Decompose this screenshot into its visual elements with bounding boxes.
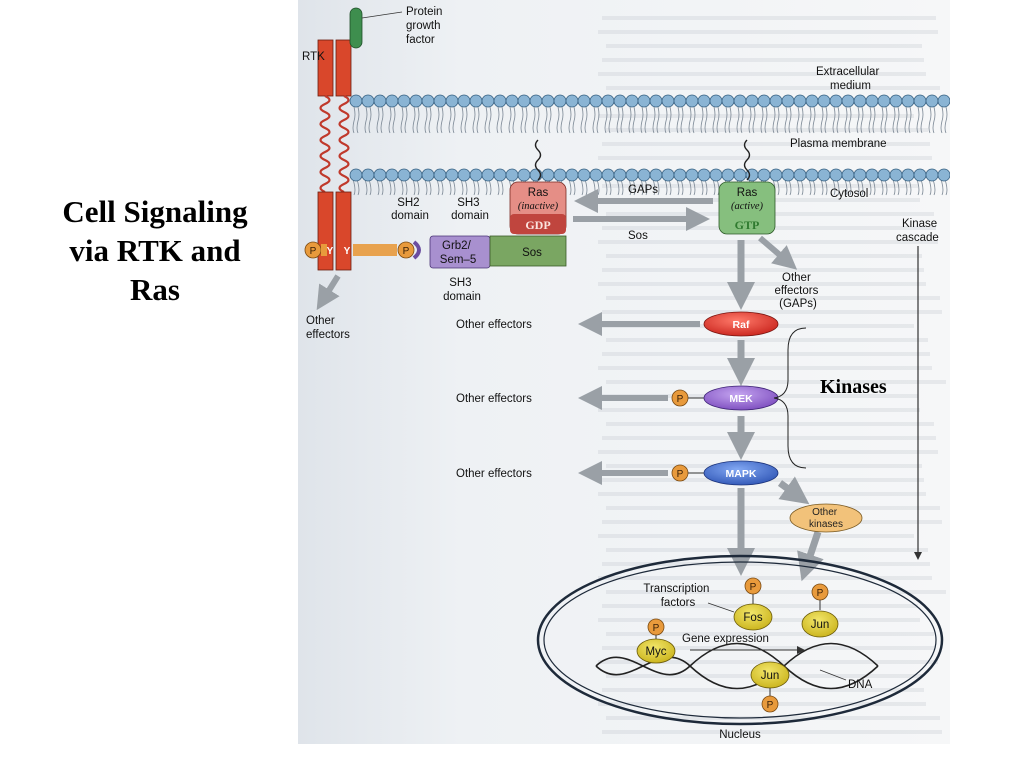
svg-text:Fos: Fos xyxy=(743,612,762,624)
svg-text:Other kinases: Other kinases xyxy=(809,507,843,530)
svg-text:MAPK: MAPK xyxy=(726,468,757,480)
sos-arrow-label: Sos xyxy=(628,230,648,242)
svg-text:P: P xyxy=(403,246,410,257)
fos-factor xyxy=(733,603,773,631)
svg-text:P: P xyxy=(677,394,684,405)
mek-kinase: Other effectors P MEK xyxy=(456,385,779,411)
svg-text:Y: Y xyxy=(327,246,334,257)
svg-text:P: P xyxy=(653,623,660,634)
other-effectors-mek-label: Other effectors xyxy=(456,393,532,405)
page-background xyxy=(298,0,950,744)
other-effectors-gaps-label: Other effectors (GAPs) xyxy=(774,272,821,310)
ras-inactive: Ras (inactive) GDP xyxy=(509,139,567,235)
mapk-kinase: Other effectors P MAPK xyxy=(456,460,779,486)
svg-text:(active): (active) xyxy=(731,201,764,212)
sh3-domain-bottom-label: SH3 domain xyxy=(443,277,481,303)
extracellular-medium-label: Extracellular medium xyxy=(816,66,882,92)
nucleus: Nucleus Transcription factors Gene expre… xyxy=(536,554,944,741)
svg-text:GDP: GDP xyxy=(525,218,550,232)
slide-title-line-1: Cell Signaling xyxy=(62,194,248,229)
transcription-factors-label: Transcription factors xyxy=(643,583,712,609)
jun-top-factor xyxy=(801,610,839,638)
kinase-cascade-label: Kinase cascade xyxy=(896,218,940,244)
slide-title-line-2: via RTK and xyxy=(69,233,241,268)
other-effectors-raf-label: Other effectors xyxy=(456,319,532,331)
svg-text:Jun: Jun xyxy=(811,619,830,631)
slide-title: Cell Signaling via RTK and Ras xyxy=(20,192,290,309)
myc-factor xyxy=(636,638,676,664)
sh2-domain-label: SH2 domain xyxy=(391,197,429,222)
svg-text:P: P xyxy=(677,469,684,480)
cytosol-label: Cytosol xyxy=(830,188,868,200)
svg-text:(inactive): (inactive) xyxy=(518,201,559,212)
other-effectors-rtk-label: Other effectors xyxy=(306,315,350,341)
other-kinases: Other kinases xyxy=(789,503,863,533)
rtk-receptor: RTK Protein growth factor xyxy=(302,6,446,271)
svg-text:Ras: Ras xyxy=(737,187,758,199)
svg-text:P: P xyxy=(310,246,317,257)
rtk-ras-pathway-diagram: RTK Protein growth factor P Y Y P Grb2/ … xyxy=(298,0,950,744)
growth-factor xyxy=(349,7,363,49)
phosphate-icon xyxy=(761,695,779,713)
sos-box-label: Sos xyxy=(522,247,542,259)
gene-expression-label: Gene expression xyxy=(682,633,769,645)
sh3-domain-top-label: SH3 domain xyxy=(451,197,489,222)
plasma-membrane xyxy=(349,94,950,196)
protein-growth-factor-label: Protein growth factor xyxy=(406,6,446,46)
phosphotyrosines: P Y Y P xyxy=(304,241,415,259)
svg-text:Ras: Ras xyxy=(528,187,549,199)
plasma-membrane-label: Plasma membrane xyxy=(790,138,887,150)
svg-text:Raf: Raf xyxy=(733,319,750,331)
svg-text:P: P xyxy=(817,588,824,599)
other-effectors-mapk-label: Other effectors xyxy=(456,468,532,480)
svg-text:Myc: Myc xyxy=(645,646,666,658)
svg-text:Grb2/ Sem–5: Grb2/ Sem–5 xyxy=(440,240,476,266)
kinases-brace xyxy=(773,327,807,469)
slide-title-line-3: Ras xyxy=(130,272,180,307)
svg-text:P: P xyxy=(750,582,757,593)
svg-text:GTP: GTP xyxy=(735,218,760,232)
svg-text:MEK: MEK xyxy=(729,393,753,405)
svg-text:P: P xyxy=(767,700,774,711)
nucleus-label: Nucleus xyxy=(719,729,761,741)
ras-active: Ras (active) GTP xyxy=(718,139,776,235)
svg-text:Y: Y xyxy=(344,246,351,257)
exchange-arrows xyxy=(573,189,713,231)
dna-label: DNA xyxy=(848,679,873,691)
gaps-label: GAPs xyxy=(628,184,658,196)
grb2-sos-complex: Grb2/ Sem–5 Sos SH2 domain SH3 domain SH… xyxy=(391,197,567,303)
rtk-label: RTK xyxy=(302,51,325,63)
kinases-brace-label: Kinases xyxy=(820,376,887,398)
phosphate-icon xyxy=(397,241,415,259)
svg-text:Jun: Jun xyxy=(761,670,780,682)
raf-kinase: Other effectors Raf xyxy=(456,311,779,337)
